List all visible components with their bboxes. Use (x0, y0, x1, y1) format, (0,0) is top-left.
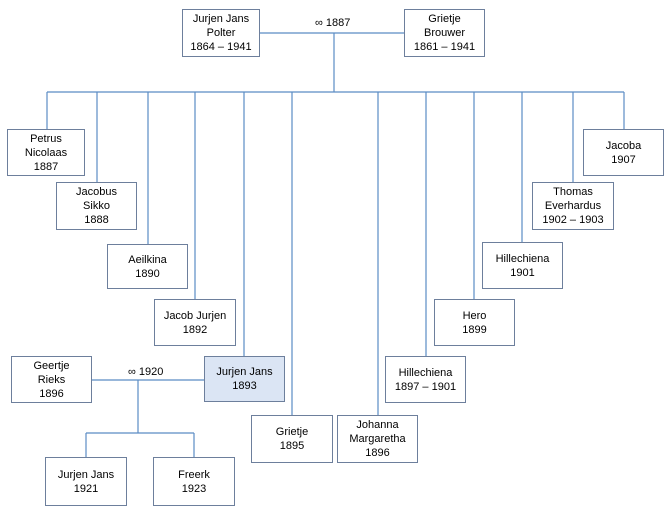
child-name: Grietje (275, 426, 309, 438)
child-box: Aeilkina 1890 (107, 244, 188, 289)
child-years: 1899 (462, 323, 487, 336)
child-name: Thomas (553, 186, 593, 198)
grandchild-box: Jurjen Jans 1921 (45, 457, 127, 506)
child-name: Margaretha (349, 433, 406, 445)
child-years: 1902 – 1903 (542, 214, 604, 226)
grandchild-name: Jurjen Jans (57, 468, 115, 481)
child-name: Jacob Jurjen (163, 309, 227, 322)
child-name: Hillechiena (398, 366, 453, 379)
person-years: 1861 – 1941 (413, 41, 476, 53)
child-years: 1893 (232, 380, 257, 392)
child-years: 1907 (611, 153, 636, 166)
child-box-highlighted: Jurjen Jans 1893 (204, 356, 285, 402)
child-years: 1890 (135, 267, 160, 280)
spouse-years: 1896 (39, 387, 64, 400)
child-box: Jacobus Sikko 1888 (56, 182, 137, 230)
person-name: Jurjen Jans (192, 13, 250, 25)
child-years: 1901 (510, 266, 535, 279)
child-name: Aeilkina (128, 253, 167, 266)
marriage-label: ∞ 1887 (313, 17, 353, 30)
child-name: Hillechiena (495, 252, 550, 265)
person-mother: Grietje Brouwer 1861 – 1941 (404, 9, 485, 57)
spouse-name: Geertje (33, 359, 70, 372)
child-name: Jurjen Jans (216, 366, 273, 378)
child-box: Hillechiena 1897 – 1901 (385, 356, 466, 403)
grandchild-box: Freerk 1923 (153, 457, 235, 506)
child-years: 1895 (279, 440, 305, 452)
child-years: 1887 (33, 160, 59, 173)
child-name: Jacobus (76, 186, 117, 198)
child-name: Hero (462, 309, 487, 322)
person-name: Polter (206, 27, 236, 39)
child-name: Everhardus (544, 200, 602, 212)
child-name: Johanna (356, 419, 399, 431)
child-box: Thomas Everhardus 1902 – 1903 (532, 182, 614, 230)
grandchild-years: 1921 (73, 482, 99, 495)
child-box: Jacoba 1907 (583, 129, 664, 176)
child-box: Petrus Nicolaas 1887 (7, 129, 85, 176)
child-box: Hillechiena 1901 (482, 242, 563, 289)
child-box: Jacob Jurjen 1892 (154, 299, 236, 346)
child-name: Nicolaas (24, 146, 68, 159)
grandchild-name: Freerk (178, 468, 210, 481)
child-name: Jacoba (605, 139, 642, 152)
child-years: 1892 (182, 323, 208, 336)
child-name: Sikko (83, 200, 110, 212)
person-name: Brouwer (424, 27, 465, 39)
child-years: 1896 (365, 447, 390, 459)
person-father: Jurjen Jans Polter 1864 – 1941 (182, 9, 260, 57)
child-box: Grietje 1895 (251, 415, 333, 463)
person-name: Grietje (428, 13, 461, 25)
marriage2-label: ∞ 1920 (126, 366, 166, 379)
child-years: 1888 (84, 214, 109, 226)
child-box: Johanna Margaretha 1896 (337, 415, 418, 463)
child-name: Petrus (30, 132, 62, 145)
grandchild-years: 1923 (181, 482, 207, 495)
child-years: 1897 – 1901 (394, 380, 457, 393)
spouse-box: Geertje Rieks 1896 (11, 356, 92, 403)
person-years: 1864 – 1941 (190, 41, 252, 53)
spouse-name: Rieks (37, 373, 66, 386)
child-box: Hero 1899 (434, 299, 515, 346)
